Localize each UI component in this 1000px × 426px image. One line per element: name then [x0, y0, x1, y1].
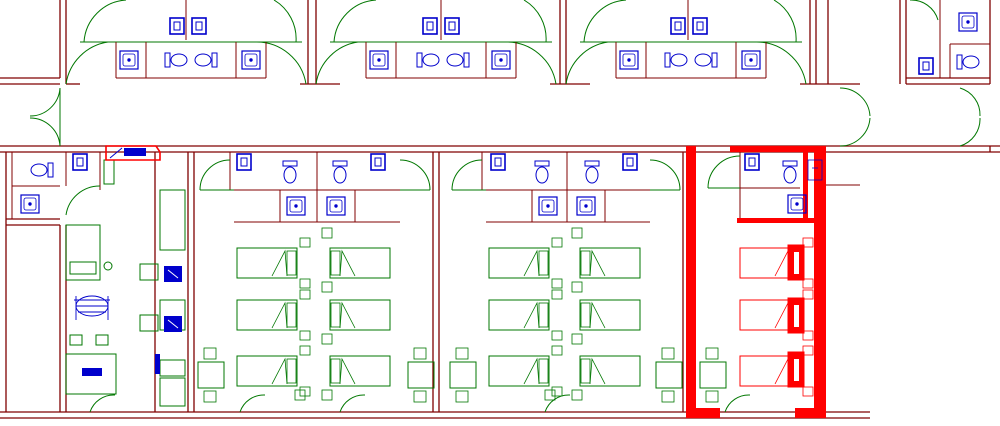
room-entrance-doors	[89, 394, 751, 413]
dorm-room-3-highlighted	[686, 146, 860, 418]
top-bathroom-blocks	[65, 0, 990, 85]
chair-stack-icon	[74, 295, 110, 320]
bathroom-block-2	[315, 0, 557, 85]
dorm-room-2	[449, 152, 683, 403]
bathroom-block-3	[565, 0, 807, 85]
left-service-area	[11, 145, 186, 407]
dorm-room-1	[197, 152, 435, 403]
reception-counter	[105, 145, 161, 161]
bathroom-block-1	[65, 0, 307, 85]
corridor-doors	[29, 87, 981, 147]
bathroom-block-4	[910, 0, 990, 78]
